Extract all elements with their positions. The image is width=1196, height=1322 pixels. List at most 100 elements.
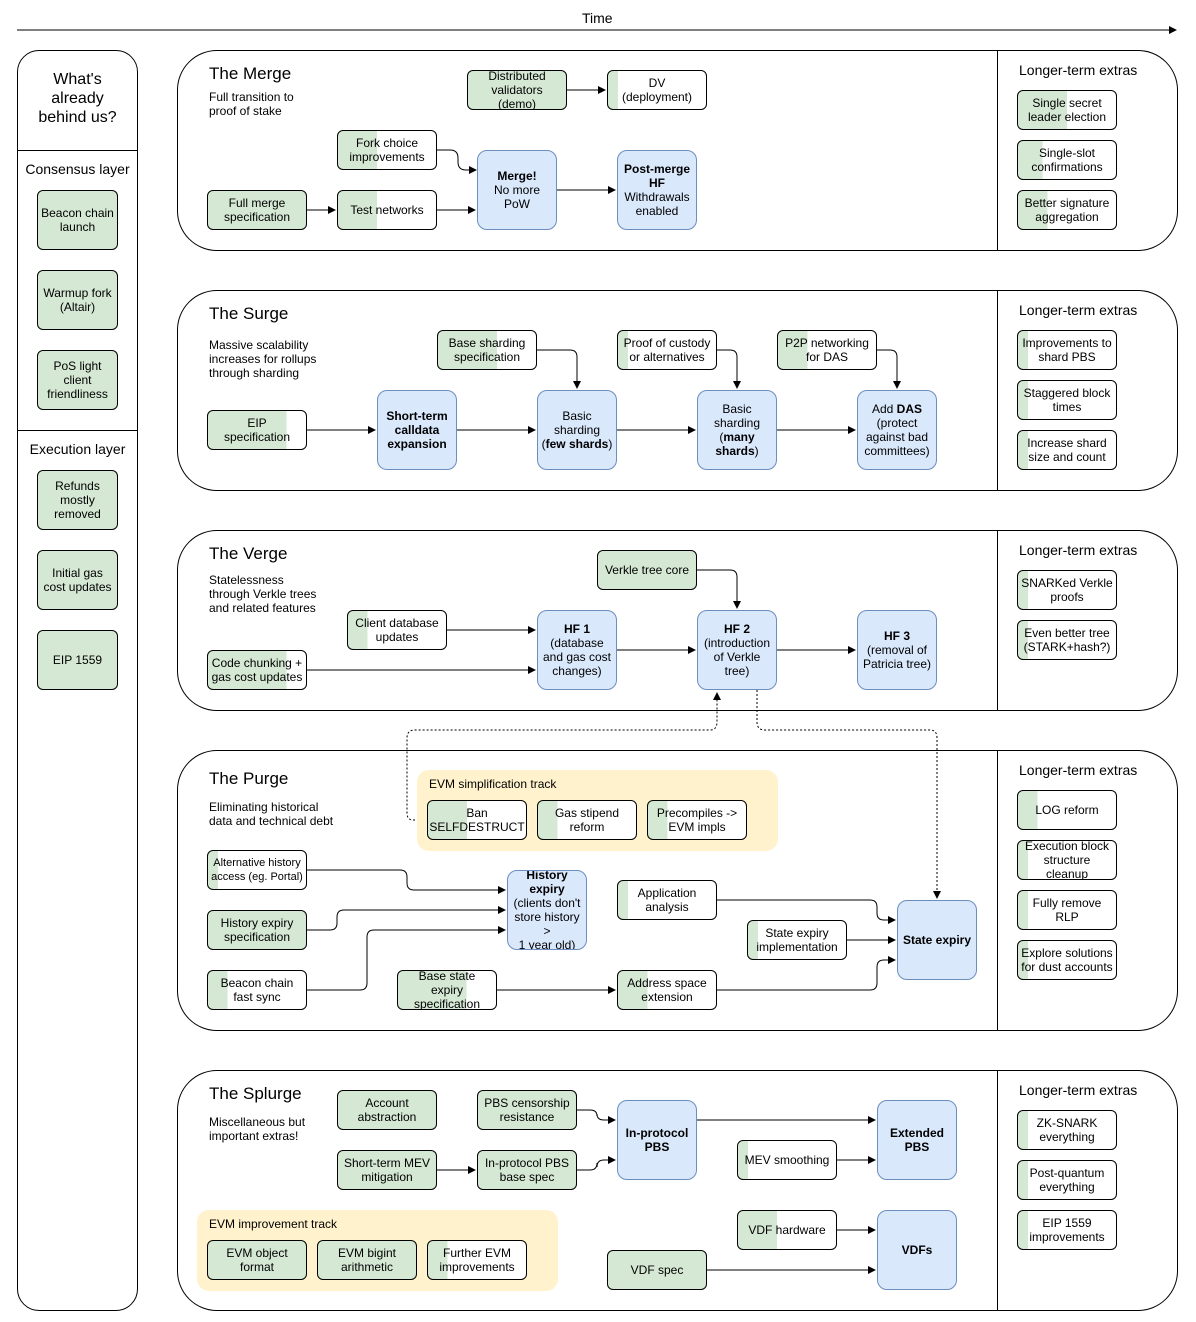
merge-extra-3: Better signature aggregation: [1017, 190, 1117, 230]
post-merge-hf-text: Withdrawals enabled: [624, 190, 690, 218]
merge-node-text: No more PoW: [493, 183, 540, 211]
left-divider-1: [17, 150, 138, 151]
purge-extras-title: Longer-term extras: [1019, 762, 1138, 778]
verge-hf1-text: (database and gas cost changes): [542, 636, 612, 678]
test-networks: Test networks: [337, 190, 437, 230]
splurge-extras-title: Longer-term extras: [1019, 1082, 1138, 1098]
dv-deployment: DV (deployment): [607, 70, 707, 110]
surge-subtitle: Massive scalability increases for rollup…: [209, 338, 317, 380]
fork-choice-improvements: Fork choice improvements: [337, 130, 437, 170]
verge-hf3-text: (removal of Patricia tree): [862, 643, 932, 671]
verge-subtitle: Statelessness through Verkle trees and r…: [209, 573, 317, 615]
verge-hf2-bold: HF 2: [723, 622, 750, 636]
distributed-validators: Distributed validators (demo): [467, 70, 567, 110]
basic-sharding-many: Basic sharding (many shards): [697, 390, 777, 470]
basic-few-bold: few shards: [545, 437, 609, 451]
purge-title: The Purge: [209, 769, 289, 788]
basic-few-pre: Basic sharding (: [541, 409, 600, 451]
verge-extra-2: Even better tree (STARK+hash?): [1017, 620, 1117, 660]
basic-many-bold: many shards: [715, 430, 755, 458]
ban-selfdestruct: Ban SELFDESTRUCT: [427, 800, 527, 840]
eip-specification: EIP specification: [207, 410, 307, 450]
add-das-text: Add DAS (protect against bad committees): [864, 402, 929, 458]
mev-smoothing: MEV smoothing: [737, 1140, 837, 1180]
eip-1559: EIP 1559: [37, 630, 118, 690]
history-expiry-text: (clients don't store history > 1 year ol…: [513, 896, 581, 950]
evm-object-format: EVM object format: [207, 1240, 307, 1280]
precompiles-evm: Precompiles -> EVM impls: [647, 800, 747, 840]
extended-pbs: Extended PBS: [877, 1100, 957, 1180]
merge-extra-2: Single-slot confirmations: [1017, 140, 1117, 180]
initial-gas-cost: Initial gas cost updates: [37, 550, 118, 610]
left-divider-2: [17, 430, 138, 431]
surge-extra-3: Increase shard size and count: [1017, 430, 1117, 470]
verge-extra-1: SNARKed Verkle proofs: [1017, 570, 1117, 610]
address-space-extension: Address space extension: [617, 970, 717, 1010]
verge-hf3-bold: HF 3: [883, 629, 910, 643]
das-post: (protect against bad committees): [864, 416, 930, 458]
merge-node: Merge! No more PoW: [477, 150, 557, 230]
basic-many-post: ): [754, 444, 759, 458]
in-protocol-pbs-text: In-protocol PBS: [625, 1126, 689, 1154]
verge-hf1-bold: HF 1: [563, 622, 590, 636]
verge-title: The Verge: [209, 544, 288, 563]
state-expiry: State expiry: [897, 900, 977, 980]
evm-improvement-label: EVM improvement track: [209, 1217, 338, 1231]
base-state-expiry-spec: Base state expiry specification: [397, 970, 497, 1010]
merge-extras-title: Longer-term extras: [1019, 62, 1138, 78]
purge-extra-3: Fully remove RLP: [1017, 890, 1117, 930]
vdfs-text: VDFs: [901, 1243, 933, 1257]
surge-extra-2: Staggered block times: [1017, 380, 1117, 420]
surge-panel: [177, 290, 1178, 491]
purge-extra-4: Explore solutions for dust accounts: [1017, 940, 1117, 980]
basic-sharding-few: Basic sharding (few shards): [537, 390, 617, 470]
code-chunking: Code chunking + gas cost updates: [207, 650, 307, 690]
merge-extra-1: Single secret leader election: [1017, 90, 1117, 130]
calldata-expansion-text: Short-term calldata expansion: [386, 409, 448, 451]
vdf-hardware: VDF hardware: [737, 1210, 837, 1250]
merge-node-bold: Merge!: [497, 169, 537, 183]
vdf-spec: VDF spec: [607, 1250, 707, 1290]
basic-sharding-few-text: Basic sharding (few shards): [542, 409, 613, 451]
post-merge-hf: Post-merge HF Withdrawals enabled: [617, 150, 697, 230]
verge-hf2: HF 2 (introduction of Verkle tree): [697, 610, 777, 690]
merge-title: The Merge: [209, 64, 292, 83]
vdfs: VDFs: [877, 1210, 957, 1290]
calldata-expansion: Short-term calldata expansion: [377, 390, 457, 470]
proof-of-custody: Proof of custody or alternatives: [617, 330, 717, 370]
verge-hf2-text: (introduction of Verkle tree): [703, 636, 771, 678]
verge-hf1: HF 1 (database and gas cost changes): [537, 610, 617, 690]
consensus-layer-title: Consensus layer: [25, 161, 130, 177]
evm-simplification-label: EVM simplification track: [429, 777, 557, 791]
warmup-fork-altair: Warmup fork (Altair): [37, 270, 118, 330]
application-analysis: Application analysis: [617, 880, 717, 920]
verge-extras-divider: [997, 530, 998, 711]
post-merge-hf-bold: Post-merge HF: [623, 162, 691, 190]
execution-layer-title: Execution layer: [29, 441, 126, 457]
pbs-censorship-resistance: PBS censorship resistance: [477, 1090, 577, 1130]
p2p-das: P2P networking for DAS: [777, 330, 877, 370]
gas-stipend-reform: Gas stipend reform: [537, 800, 637, 840]
pos-light-client: PoS light client friendliness: [37, 350, 118, 410]
beacon-fast-sync: Beacon chain fast sync: [207, 970, 307, 1010]
extended-pbs-text: Extended PBS: [889, 1126, 944, 1154]
surge-extras-divider: [997, 290, 998, 491]
purge-extras-divider: [997, 750, 998, 1031]
splurge-extras-divider: [997, 1070, 998, 1311]
merge-subtitle: Full transition to proof of stake: [209, 90, 294, 118]
refunds-removed: Refunds mostly removed: [37, 470, 118, 530]
short-term-mev: Short-term MEV mitigation: [337, 1150, 437, 1190]
splurge-title: The Splurge: [209, 1084, 302, 1103]
purge-extra-1: LOG reform: [1017, 790, 1117, 830]
alt-history-access: Alternative history access (eg. Portal): [207, 850, 307, 890]
verkle-tree-core: Verkle tree core: [597, 550, 697, 590]
surge-title: The Surge: [209, 304, 289, 323]
base-sharding-spec: Base sharding specification: [437, 330, 537, 370]
verge-hf3: HF 3 (removal of Patricia tree): [857, 610, 937, 690]
history-expiry-spec: History expiry specification: [207, 910, 307, 950]
in-protocol-pbs: In-protocol PBS: [617, 1100, 697, 1180]
history-expiry-bold: History expiry: [526, 870, 568, 896]
basic-many-pre: Basic sharding (: [713, 402, 761, 444]
das-pre: Add: [871, 402, 897, 416]
